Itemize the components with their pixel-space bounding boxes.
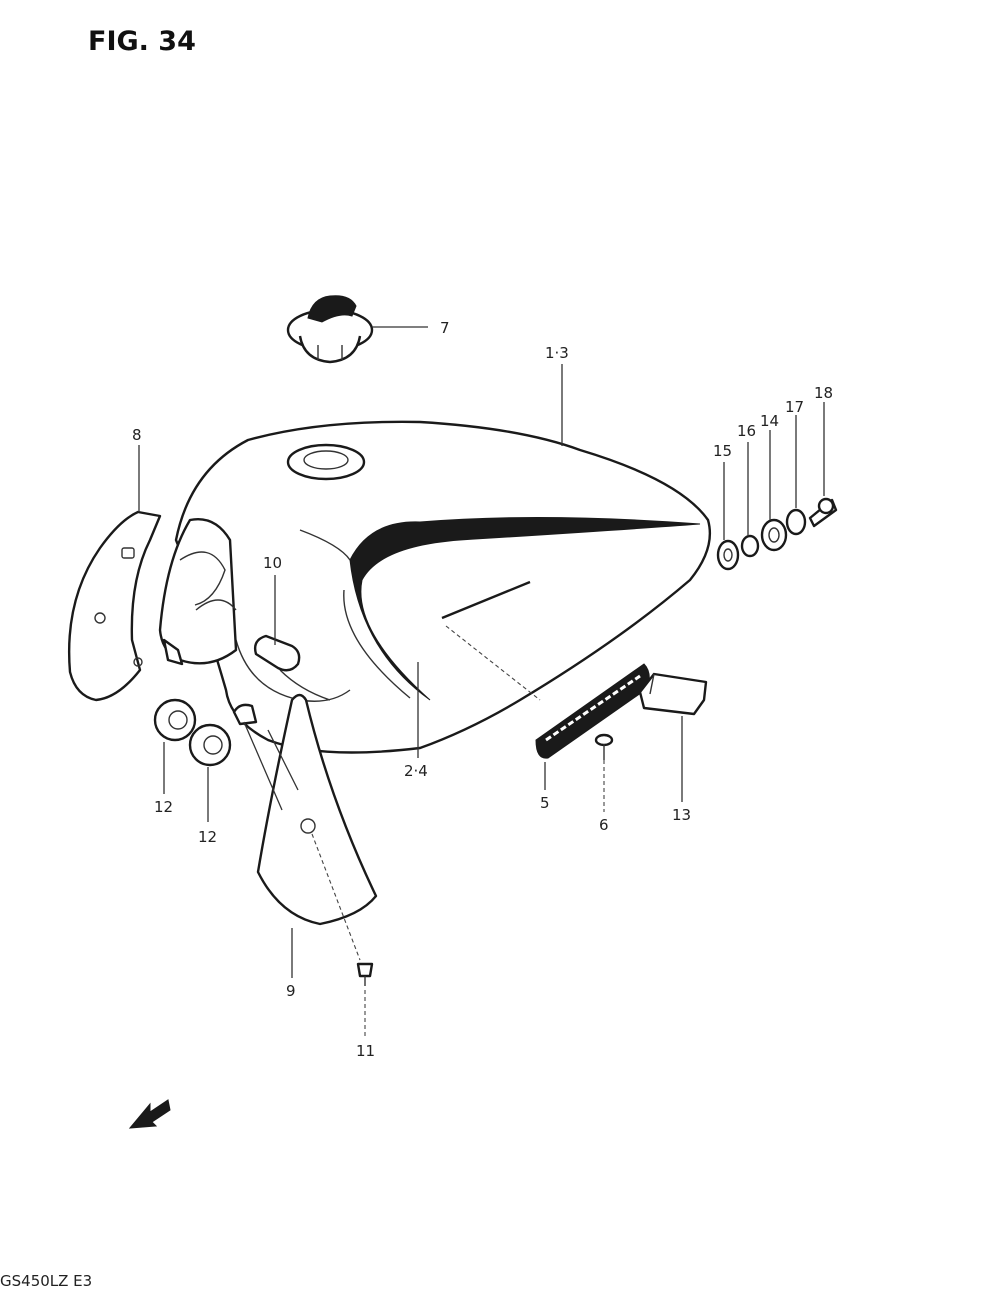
fuel-cap-icon <box>286 295 374 364</box>
callout-2-4: 2·4 <box>404 762 428 780</box>
panel-screw <box>356 962 374 986</box>
emblem-pad <box>638 672 708 716</box>
callout-5: 5 <box>540 794 550 812</box>
callout-6: 6 <box>599 816 609 834</box>
tank-mount-hardware <box>716 497 838 571</box>
callout-12-rear: 12 <box>198 828 217 846</box>
leader-lines <box>138 326 825 1036</box>
callout-12-front: 12 <box>154 798 173 816</box>
callout-11: 11 <box>356 1042 375 1060</box>
fuel-tank <box>158 420 712 754</box>
callout-15: 15 <box>713 442 732 460</box>
callout-10: 10 <box>263 554 282 572</box>
callout-14: 14 <box>760 412 779 430</box>
tank-cushion-rear <box>188 723 232 767</box>
callout-7: 7 <box>440 319 450 337</box>
tank-rubber-pad <box>253 634 301 672</box>
callout-13: 13 <box>672 806 691 824</box>
front-direction-arrow-icon <box>128 1099 171 1129</box>
callout-18: 18 <box>814 384 833 402</box>
side-cover-left <box>67 510 162 702</box>
callout-9: 9 <box>286 982 296 1000</box>
callout-16: 16 <box>737 422 756 440</box>
model-code: GS450LZ E3 <box>0 1272 93 1290</box>
callout-8: 8 <box>132 426 142 444</box>
figure-title: FIG. 34 <box>88 26 196 57</box>
callout-1-3: 1·3 <box>545 344 569 362</box>
callout-17: 17 <box>785 398 804 416</box>
emblem-screw <box>594 733 614 760</box>
callout-labels: 7 1·3 8 15 16 14 17 18 10 12 12 2·4 5 6 … <box>132 319 833 1060</box>
tank-cushion-front <box>153 698 197 742</box>
side-panel-rear <box>256 693 378 926</box>
